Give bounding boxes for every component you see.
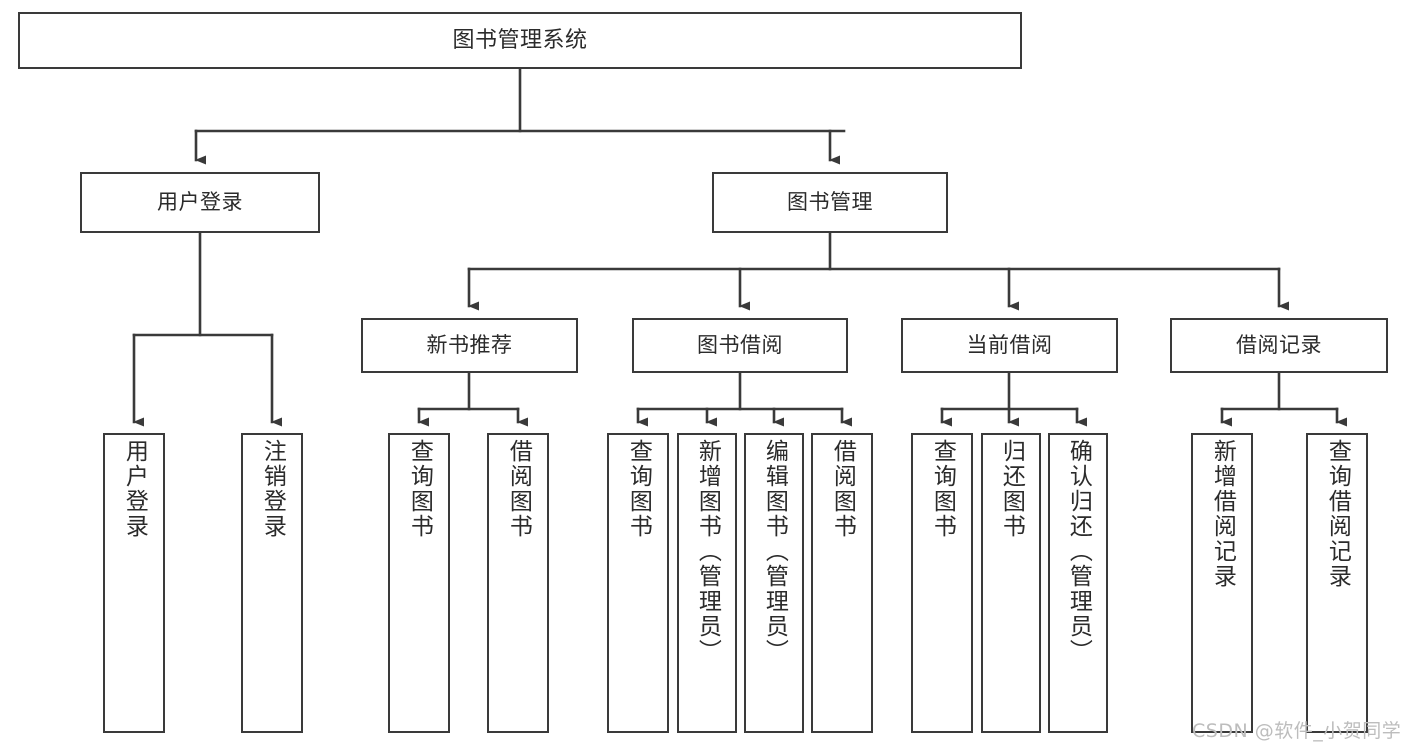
node-book-borrow[interactable]: 图书借阅 [632, 318, 848, 373]
leaf-user-login[interactable]: 用户登录 [103, 433, 165, 733]
leaf-borrow-book-1-label: 借阅图书 [505, 439, 532, 539]
leaf-logout-login[interactable]: 注销登录 [241, 433, 303, 733]
leaf-query-book-1[interactable]: 查询图书 [388, 433, 450, 733]
leaf-return-book[interactable]: 归还图书 [981, 433, 1041, 733]
node-book-borrow-label: 图书借阅 [697, 333, 783, 358]
leaf-logout-login-label: 注销登录 [259, 439, 286, 539]
leaf-query-book-2-label: 查询图书 [625, 439, 652, 539]
leaf-query-book-3[interactable]: 查询图书 [911, 433, 973, 733]
node-borrow-record-label: 借阅记录 [1236, 333, 1322, 358]
node-book-management-label: 图书管理 [787, 190, 873, 215]
leaf-query-book-2[interactable]: 查询图书 [607, 433, 669, 733]
node-new-book-recommend-label: 新书推荐 [426, 333, 513, 358]
leaf-query-record[interactable]: 查询借阅记录 [1306, 433, 1368, 733]
leaf-user-login-label: 用户登录 [121, 439, 148, 539]
leaf-borrow-book-2[interactable]: 借阅图书 [811, 433, 873, 733]
leaf-query-book-3-label: 查询图书 [929, 439, 956, 539]
leaf-confirm-return-label: 确认归还（管理员） [1065, 439, 1092, 664]
leaf-return-book-label: 归还图书 [998, 439, 1025, 539]
node-new-book-recommend[interactable]: 新书推荐 [361, 318, 578, 373]
node-root-label: 图书管理系统 [452, 27, 588, 53]
node-user-login-label: 用户登录 [157, 190, 243, 215]
leaf-add-book[interactable]: 新增图书（管理员） [677, 433, 737, 733]
leaf-edit-book[interactable]: 编辑图书（管理员） [744, 433, 804, 733]
node-user-login[interactable]: 用户登录 [80, 172, 320, 233]
node-root[interactable]: 图书管理系统 [18, 12, 1022, 69]
node-borrow-record[interactable]: 借阅记录 [1170, 318, 1388, 373]
leaf-query-record-label: 查询借阅记录 [1324, 439, 1351, 589]
leaf-add-record[interactable]: 新增借阅记录 [1191, 433, 1253, 733]
leaf-query-book-1-label: 查询图书 [406, 439, 433, 539]
node-current-borrow-label: 当前借阅 [966, 333, 1053, 358]
leaf-borrow-book-2-label: 借阅图书 [829, 439, 856, 539]
leaf-edit-book-label: 编辑图书（管理员） [761, 439, 788, 664]
node-current-borrow[interactable]: 当前借阅 [901, 318, 1118, 373]
leaf-add-record-label: 新增借阅记录 [1209, 439, 1236, 589]
leaf-add-book-label: 新增图书（管理员） [694, 439, 721, 664]
node-book-management[interactable]: 图书管理 [712, 172, 948, 233]
leaf-confirm-return[interactable]: 确认归还（管理员） [1048, 433, 1108, 733]
leaf-borrow-book-1[interactable]: 借阅图书 [487, 433, 549, 733]
